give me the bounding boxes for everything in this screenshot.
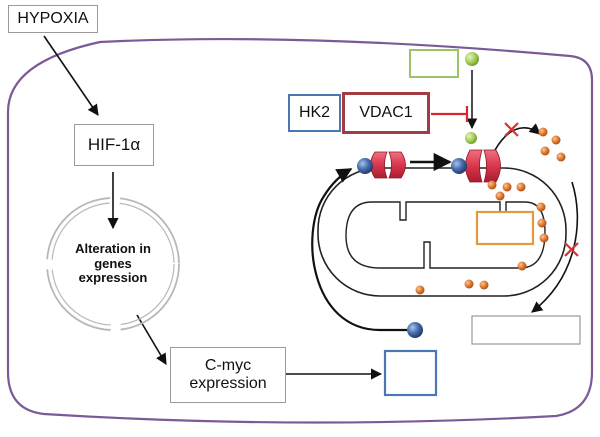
green-empty-box: [409, 49, 459, 78]
gene-expression-label: Alteration in genes expression: [75, 240, 151, 286]
inhibition-arrow: [431, 106, 469, 122]
hif-1a-label: HIF-1α: [74, 124, 154, 166]
blue-ball: [451, 158, 467, 174]
cell-membrane: [6, 37, 594, 424]
arrow-channel-release: [494, 123, 541, 151]
arrow-cytosol-to-channel: [311, 168, 407, 332]
blue-ball: [407, 322, 423, 338]
block-cross-icon: [564, 242, 579, 257]
blue-empty-box: [383, 349, 438, 397]
hypoxia-label: HYPOXIA: [8, 5, 98, 33]
arrow-hypoxia-to-hif: [43, 35, 99, 116]
green-ball: [465, 52, 479, 66]
orange-balls: [415, 127, 566, 295]
green-ball: [465, 132, 477, 144]
vdac1-label: VDAC1: [342, 92, 430, 134]
channel-icon: [370, 151, 406, 179]
gray-empty-box: [471, 315, 581, 345]
blue-ball: [357, 158, 373, 174]
orange-empty-box: [475, 210, 535, 246]
channel-icon: [465, 149, 501, 183]
hk2-label: HK2: [288, 94, 341, 132]
nucleus: [46, 197, 180, 331]
block-cross-icon: [504, 122, 519, 137]
c-myc-expression-label: C-myc expression: [170, 347, 286, 403]
